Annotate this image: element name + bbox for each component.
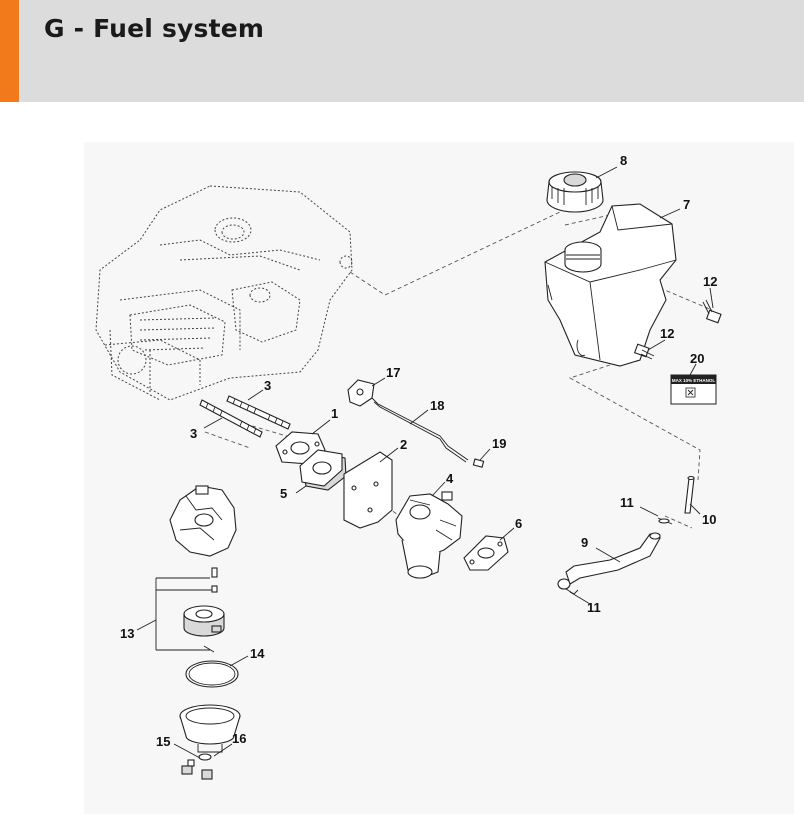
leader-lines <box>136 166 714 759</box>
callout-14: 14 <box>250 646 265 661</box>
gasket-plate-part <box>343 451 393 529</box>
callout-12-top: 12 <box>703 274 717 289</box>
fuel-hose-part <box>565 532 661 585</box>
callout-16: 16 <box>232 731 246 746</box>
callout-9: 9 <box>581 535 588 550</box>
callout-6: 6 <box>515 516 522 531</box>
callout-11-upper: 11 <box>620 495 634 510</box>
carburetor-detail-part <box>169 485 237 557</box>
ethanol-decal-part: MAX 10% ETHANOL <box>670 374 717 405</box>
carburetor-gasket-part <box>463 535 509 571</box>
header-accent-bar <box>0 0 19 102</box>
callout-4: 4 <box>446 471 454 486</box>
callout-7: 7 <box>683 197 690 212</box>
hose-clamps-part <box>557 517 673 595</box>
callout-10: 10 <box>702 512 716 527</box>
page-header: G - Fuel system <box>0 0 804 102</box>
callout-20: 20 <box>690 351 704 366</box>
callout-numbers: 8 7 12 12 20 3 3 1 2 17 18 19 4 6 5 11 1… <box>120 153 717 749</box>
float-bowl-kit-part <box>155 567 225 653</box>
choke-linkage-part <box>347 379 485 468</box>
carburetor-part <box>395 491 463 579</box>
callout-18: 18 <box>430 398 444 413</box>
o-ring-part <box>185 660 239 688</box>
fuel-cap-part <box>546 171 604 213</box>
decal-text: MAX 10% ETHANOL <box>672 378 716 383</box>
callout-2: 2 <box>400 437 407 452</box>
callout-15: 15 <box>156 734 170 749</box>
float-bowl-part <box>179 704 241 753</box>
callout-19: 19 <box>492 436 506 451</box>
fuel-tank-part <box>544 203 677 367</box>
drain-pipe-part <box>684 475 695 514</box>
callout-17: 17 <box>386 365 400 380</box>
callout-1: 1 <box>331 406 338 421</box>
callout-11-lower: 11 <box>587 600 601 615</box>
studs-part <box>199 395 291 438</box>
callout-3-upper: 3 <box>264 378 271 393</box>
page-title: G - Fuel system <box>44 14 265 43</box>
spacer-part <box>299 449 347 491</box>
callout-12-bottom: 12 <box>660 326 674 341</box>
callout-5: 5 <box>280 486 287 501</box>
engine-block-outline <box>95 185 353 401</box>
callout-8: 8 <box>620 153 627 168</box>
callout-13: 13 <box>120 626 134 641</box>
callout-3-lower: 3 <box>190 426 197 441</box>
drain-screw-washer-part <box>181 753 213 780</box>
tank-bolts-part <box>633 299 722 360</box>
